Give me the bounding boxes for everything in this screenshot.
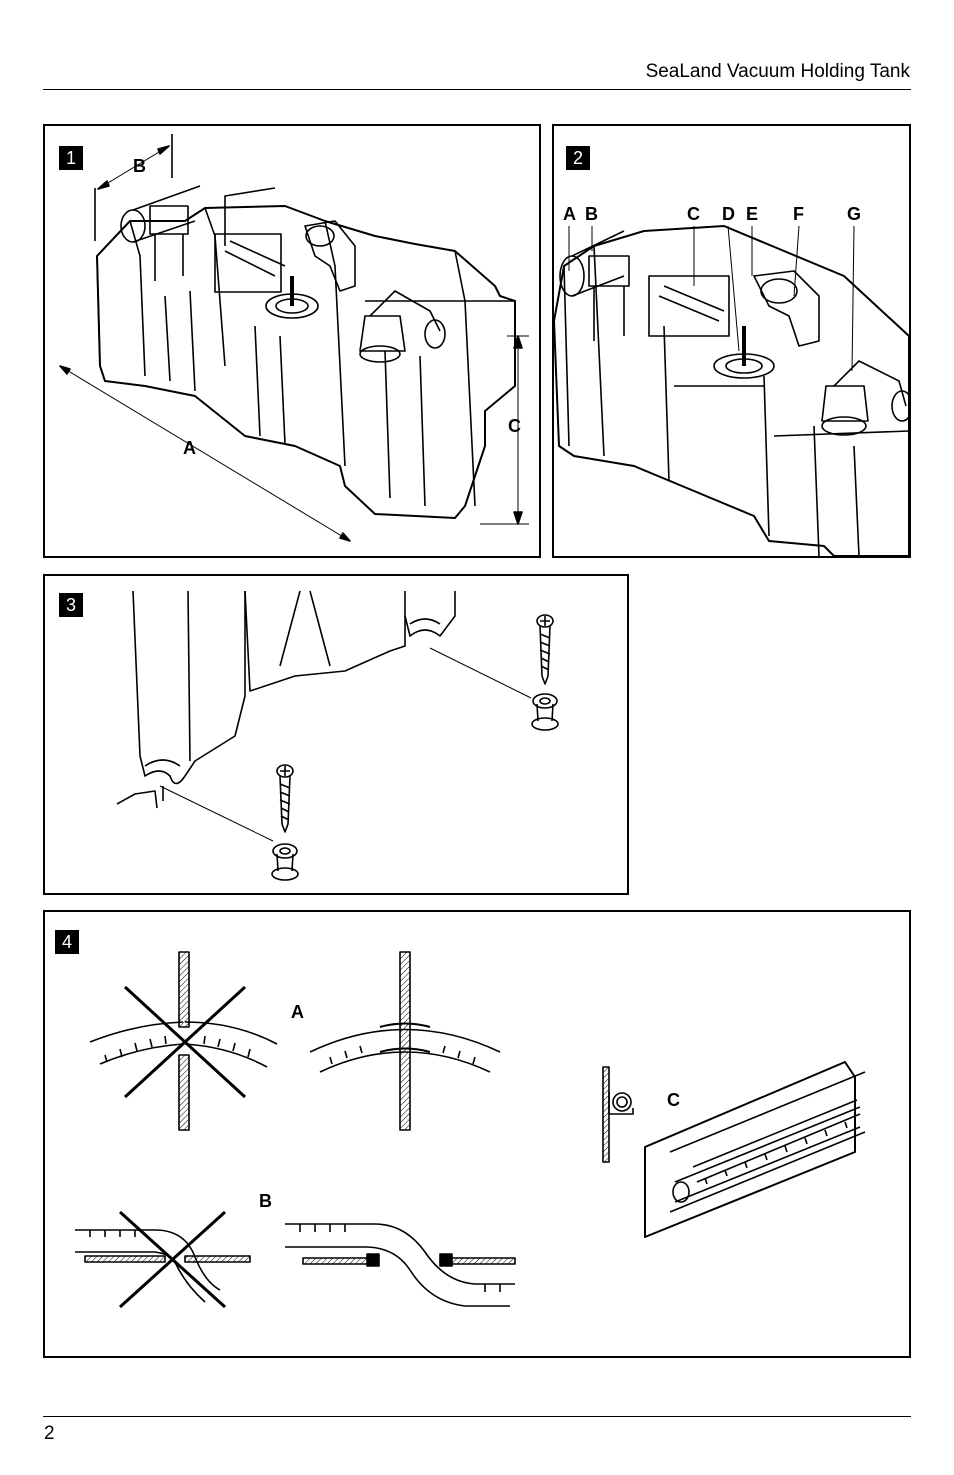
- figure-2-label-f: F: [793, 204, 804, 224]
- figure-2-label-a: A: [563, 204, 576, 224]
- figure-2-label-c: C: [687, 204, 700, 224]
- figure-4-label-a: A: [291, 1002, 304, 1022]
- mounting-screws-drawing: [116, 590, 559, 881]
- figure-1-label-a: A: [183, 438, 196, 458]
- figure-2-label-g: G: [847, 204, 862, 224]
- figure-4-label-c: C: [667, 1090, 680, 1110]
- header-rule: [43, 89, 911, 90]
- figure-4-label-b: B: [259, 1191, 272, 1211]
- tank-components-drawing: [554, 225, 909, 556]
- figure-1-label-b: B: [133, 156, 146, 176]
- figure-4-panel: 4 A B C: [43, 910, 911, 1358]
- figure-3-number: 3: [59, 593, 83, 617]
- document-title: SeaLand Vacuum Holding Tank: [645, 61, 910, 82]
- footer-rule: [43, 1416, 911, 1417]
- figure-1-panel: 1 B A C: [43, 124, 541, 558]
- hose-routing-drawing: [75, 951, 866, 1309]
- figure-3-panel: 3: [43, 574, 629, 895]
- figure-2-label-e: E: [746, 204, 759, 224]
- figure-1-label-c: C: [508, 416, 521, 436]
- figure-2-number: 2: [566, 146, 590, 170]
- figure-2-panel: 2 A B C D E F G: [552, 124, 911, 558]
- figure-2-label-b: B: [585, 204, 598, 224]
- figure-4-number: 4: [55, 930, 79, 954]
- figure-2-label-d: D: [722, 204, 735, 224]
- tank-dimensions-drawing: [59, 134, 529, 542]
- figure-1-number: 1: [59, 146, 83, 170]
- page-number: 2: [44, 1423, 55, 1444]
